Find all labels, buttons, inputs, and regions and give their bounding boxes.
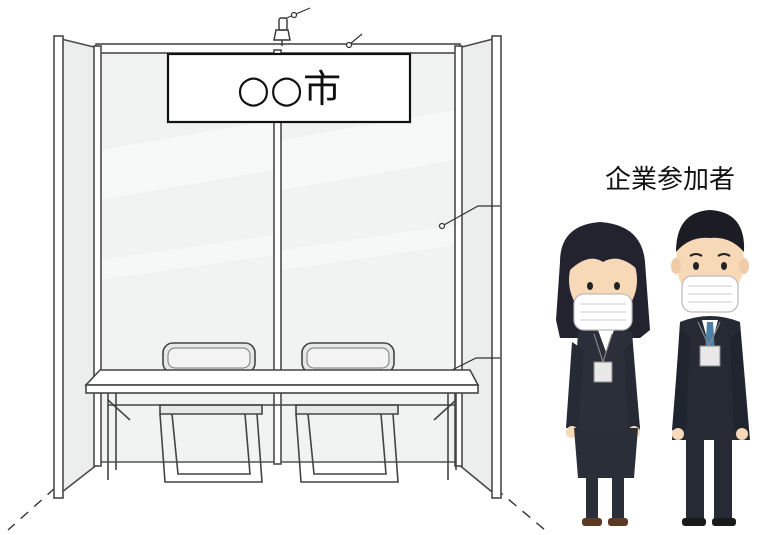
sign-text: ○○市 — [237, 67, 341, 111]
center-pole — [273, 49, 282, 465]
floor-guide-lines — [7, 487, 546, 531]
chair-left — [159, 342, 263, 483]
participant-woman — [556, 222, 650, 526]
participants-label: 企業参加者 — [605, 165, 735, 195]
right-side-panel — [454, 35, 502, 499]
chair-right — [295, 342, 399, 483]
booth-table — [84, 369, 480, 480]
participant-man — [671, 210, 750, 526]
name-sign: ○○市 — [166, 52, 412, 124]
left-side-panel — [53, 35, 102, 499]
spotlight-icon — [273, 7, 311, 46]
beam-callout — [345, 33, 363, 49]
panel-callout — [438, 205, 500, 230]
